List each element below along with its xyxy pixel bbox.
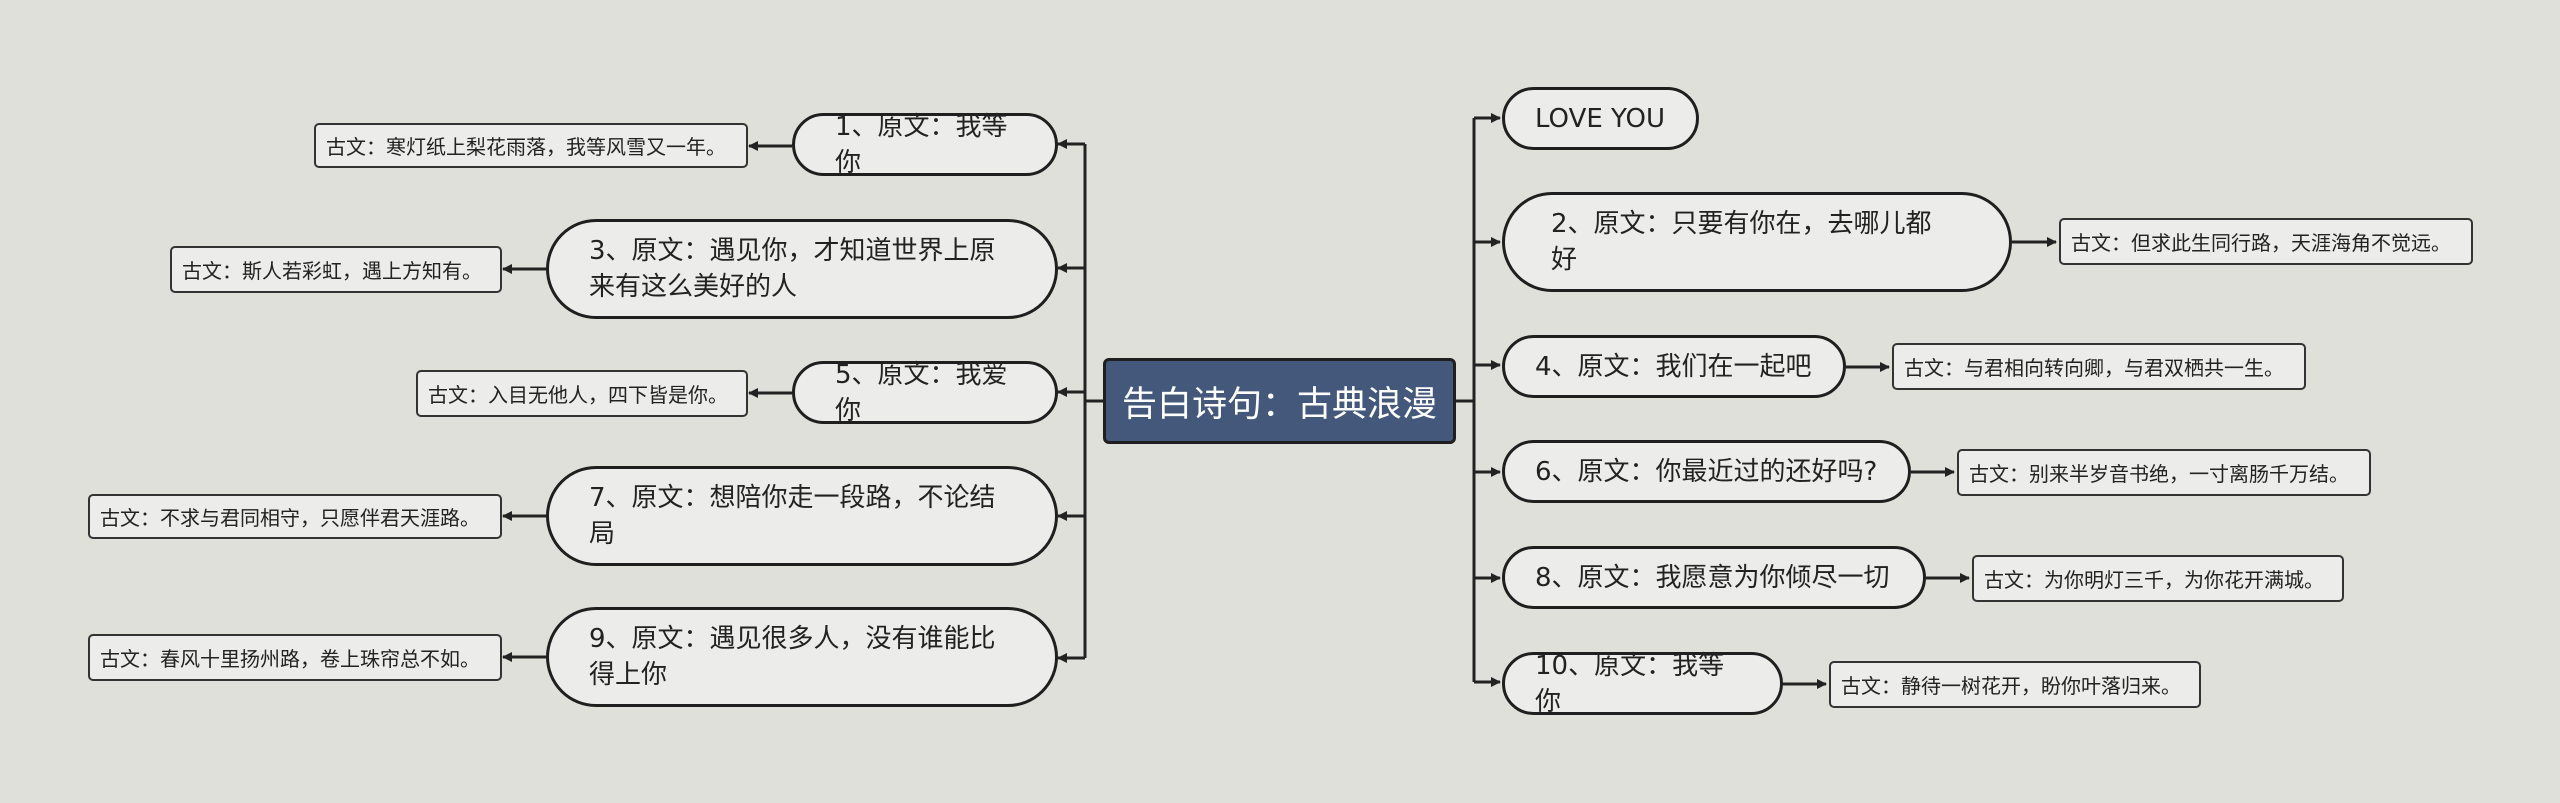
right-node-8[interactable]: 8、原文：我愿意为你倾尽一切 [1502,546,1926,609]
left-node-9[interactable]: 9、原文：遇见很多人，没有谁能比得上你 [546,607,1058,707]
right-node-4[interactable]: 4、原文：我们在一起吧 [1502,335,1846,398]
left-note-5[interactable]: 古文：入目无他人，四下皆是你。 [416,370,748,417]
left-note-5-label: 古文：入目无他人，四下皆是你。 [428,383,728,407]
left-note-7-label: 古文：不求与君同相守，只愿伴君天涯路。 [100,506,480,530]
right-node-4-label: 4、原文：我们在一起吧 [1535,351,1812,382]
right-note-10-label: 古文：静待一树花开，盼你叶落归来。 [1841,674,2181,698]
left-note-7[interactable]: 古文：不求与君同相守，只愿伴君天涯路。 [88,494,502,539]
right-note-4[interactable]: 古文：与君相向转向卿，与君双栖共一生。 [1892,343,2306,390]
left-node-7[interactable]: 7、原文：想陪你走一段路，不论结局 [546,466,1058,566]
right-note-4-label: 古文：与君相向转向卿，与君双栖共一生。 [1904,356,2284,380]
right-node-love-you[interactable]: LOVE YOU [1502,87,1699,150]
right-note-8-label: 古文：为你明灯三千，为你花开满城。 [1984,568,2324,592]
left-node-9-label: 9、原文：遇见很多人，没有谁能比得上你 [589,624,996,690]
right-node-6[interactable]: 6、原文：你最近过的还好吗? [1502,440,1911,503]
right-note-6-label: 古文：别来半岁音书绝，一寸离肠千万结。 [1969,462,2349,486]
right-node-8-label: 8、原文：我愿意为你倾尽一切 [1535,562,1890,593]
left-trunk-line [1083,144,1103,658]
left-node-1-label: 1、原文：我等你 [835,111,1008,178]
left-node-1[interactable]: 1、原文：我等你 [792,112,1058,178]
right-node-10[interactable]: 10、原文：我等你 [1502,651,1783,717]
right-node-6-label: 6、原文：你最近过的还好吗? [1535,456,1878,487]
root-topic[interactable]: 告白诗句：古典浪漫 [1103,358,1456,444]
left-note-1-label: 古文：寒灯纸上梨花雨落，我等风雪又一年。 [326,135,726,159]
right-node-love-you-label: LOVE YOU [1535,103,1665,134]
left-note-9-label: 古文：春风十里扬州路，卷上珠帘总不如。 [100,647,480,671]
right-node-2-label: 2、原文：只要有你在，去哪儿都好 [1551,209,1932,275]
left-note-9[interactable]: 古文：春风十里扬州路，卷上珠帘总不如。 [88,634,502,681]
left-node-7-label: 7、原文：想陪你走一段路，不论结局 [589,483,996,549]
right-trunk-line [1456,118,1476,682]
right-note-6[interactable]: 古文：别来半岁音书绝，一寸离肠千万结。 [1957,449,2371,496]
right-note-8[interactable]: 古文：为你明灯三千，为你花开满城。 [1972,555,2344,602]
right-note-2[interactable]: 古文：但求此生同行路，天涯海角不觉远。 [2059,218,2473,265]
right-node-10-label: 10、原文：我等你 [1535,650,1725,717]
root-topic-label: 告白诗句：古典浪漫 [1121,384,1437,425]
left-node-5[interactable]: 5、原文：我爱你 [792,360,1058,426]
left-node-3[interactable]: 3、原文：遇见你，才知道世界上原来有这么美好的人 [546,219,1058,319]
left-note-1[interactable]: 古文：寒灯纸上梨花雨落，我等风雪又一年。 [314,123,748,168]
left-node-3-label: 3、原文：遇见你，才知道世界上原来有这么美好的人 [589,236,996,302]
left-note-3[interactable]: 古文：斯人若彩虹，遇上方知有。 [170,246,502,293]
right-node-2[interactable]: 2、原文：只要有你在，去哪儿都好 [1502,192,2012,292]
left-node-5-label: 5、原文：我爱你 [835,359,1008,426]
right-note-10[interactable]: 古文：静待一树花开，盼你叶落归来。 [1829,661,2201,708]
left-note-3-label: 古文：斯人若彩虹，遇上方知有。 [182,259,482,283]
right-note-2-label: 古文：但求此生同行路，天涯海角不觉远。 [2071,231,2451,255]
